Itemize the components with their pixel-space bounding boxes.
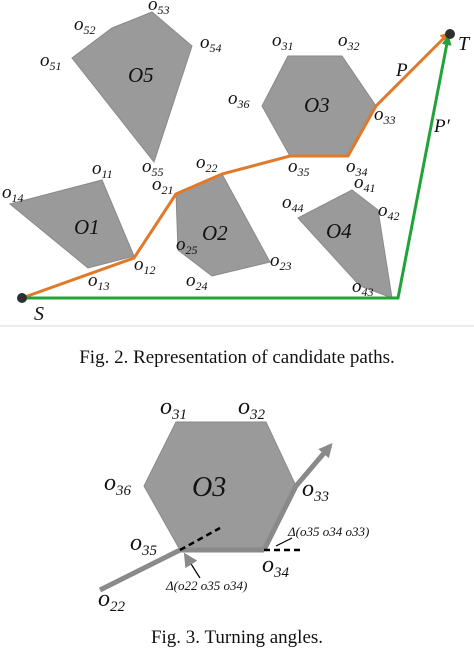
vertex-label-o52: o52 (74, 14, 96, 37)
path-p-prime-label: P′ (433, 116, 451, 137)
vertex-label-o22: o22 (196, 152, 218, 175)
fig3-vertex-o36: o36 (104, 470, 132, 499)
obstacle-label-o3: O3 (304, 93, 330, 117)
vertex-label-o35: o35 (288, 156, 310, 179)
fig3-vertex-o35: o35 (130, 530, 158, 559)
target-point (445, 29, 455, 39)
vertex-label-o11: o11 (92, 158, 113, 181)
vertex-label-o24: o24 (186, 270, 208, 293)
angle-label-o34: Δ(o35 o34 o33) (287, 524, 369, 539)
vertex-label-o13: o13 (88, 270, 110, 293)
obstacle-label-o4: O4 (326, 219, 352, 243)
fig3-vertex-o34: o34 (262, 552, 290, 581)
path-p-label: P (395, 60, 408, 81)
obstacle-label-o5: O5 (128, 63, 154, 87)
fig3-vertex-o33: o33 (302, 476, 329, 505)
fig3-caption: Fig. 3. Turning angles. (151, 627, 323, 648)
angle-pointer-o35 (183, 552, 201, 579)
vertex-label-o53: o53 (148, 0, 170, 17)
vertex-label-o54: o54 (200, 32, 222, 55)
start-point (17, 293, 27, 303)
angle-pointer-o34 (275, 537, 293, 547)
vertex-label-o33: o33 (374, 104, 396, 127)
outgoing-ray (261, 442, 333, 552)
obstacle-o4 (297, 189, 393, 299)
target-label: T (458, 33, 471, 55)
vertex-label-o12: o12 (134, 254, 156, 277)
vertex-label-o51: o51 (40, 50, 62, 73)
obstacle-o5 (71, 11, 193, 164)
vertex-label-o42: o42 (378, 200, 400, 223)
vertex-label-o36: o36 (228, 88, 250, 111)
fig3-obstacle-label: O3 (192, 472, 226, 503)
incoming-ray (98, 547, 182, 593)
vertex-label-o32: o32 (338, 30, 360, 53)
vertex-label-o23: o23 (270, 250, 292, 273)
fig2-caption: Fig. 2. Representation of candidate path… (79, 347, 395, 368)
path-p-prime (22, 35, 452, 300)
angle-label-o35: Δ(o22 o35 o34) (165, 578, 247, 593)
start-label: S (34, 303, 44, 325)
obstacle-label-o2: O2 (202, 221, 228, 245)
vertex-label-o44: o44 (282, 192, 304, 215)
fig3-diagram: O3 o31 o32 o33 o34 o35 o36 o22 Δ(o22 o35… (98, 394, 369, 615)
vertex-label-o31: o31 (272, 30, 294, 53)
vertex-label-o14: o14 (2, 182, 24, 205)
fig3-vertex-o32: o32 (238, 394, 266, 423)
fig3-vertex-o22: o22 (98, 586, 126, 615)
path-p (21, 31, 451, 300)
fig3-vertex-o31: o31 (160, 394, 187, 423)
obstacle-o1 (8, 179, 135, 269)
obstacle-label-o1: O1 (74, 215, 100, 239)
angle-extension-o35 (179, 526, 221, 552)
fig2-diagram: O5 O3 O1 O2 O4 S T P P′ o51 o52 o53 o54 … (2, 0, 471, 325)
